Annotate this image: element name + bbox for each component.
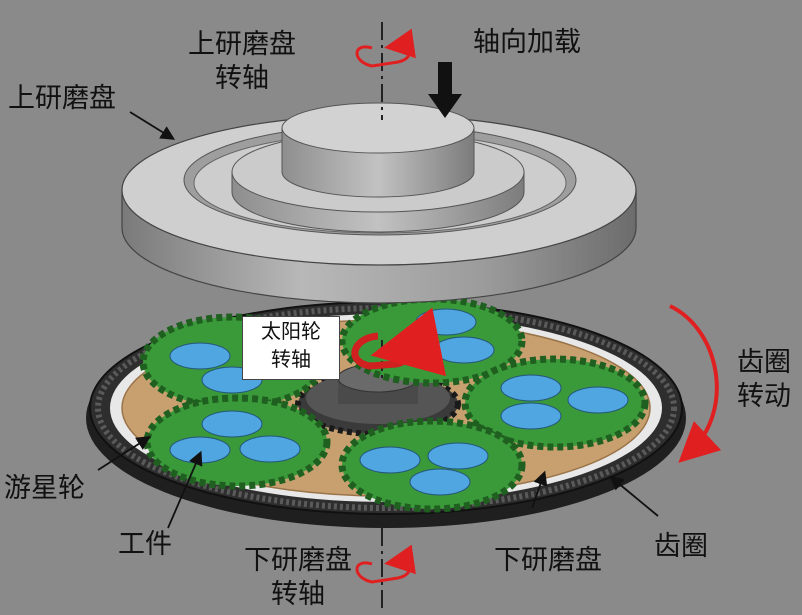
planet-gear-right	[461, 355, 649, 451]
label-ring-rotation-line1: 齿圈	[737, 347, 791, 378]
workpiece	[427, 442, 489, 470]
leader-workpiece	[167, 450, 203, 529]
planet-gear-bottom-left	[143, 394, 331, 490]
label-lower-shaft: 下研磨盘 转轴	[228, 544, 368, 612]
label-planet-gear: 游星轮	[4, 473, 85, 504]
leader-upper-disc	[129, 111, 176, 140]
label-sun-gear-line2: 转轴	[271, 347, 311, 371]
label-lower-disc: 下研磨盘	[494, 545, 602, 576]
ring-rotation-arrow	[669, 304, 722, 463]
leader-ring-gear	[609, 475, 659, 517]
label-ring-rotation: 齿圈 转动	[732, 346, 796, 414]
workpiece	[239, 435, 301, 463]
workpiece	[500, 374, 562, 402]
label-workpiece: 工件	[118, 529, 172, 560]
workpiece	[500, 402, 562, 430]
leader-planet-gear	[97, 436, 152, 471]
label-upper-shaft-line1: 上研磨盘	[188, 29, 296, 60]
sun-shaft-rotation-arrow	[351, 307, 447, 377]
label-ring-gear: 齿圈	[654, 531, 708, 562]
workpiece	[415, 308, 477, 336]
axial-load-arrow	[428, 62, 462, 118]
label-sun-gear-line1: 太阳轮	[261, 319, 321, 343]
label-upper-shaft: 上研磨盘 转轴	[172, 28, 312, 96]
workpiece	[409, 468, 471, 496]
label-sun-gear-shaft: 太阳轮 转轴	[242, 316, 340, 380]
planet-gear-bottom-center	[338, 417, 526, 513]
lower-assembly	[86, 295, 686, 528]
label-lower-shaft-line2: 转轴	[271, 579, 325, 610]
workpiece	[433, 336, 495, 364]
lower-shaft-rotation-arrow	[355, 544, 416, 584]
workpiece	[359, 446, 421, 474]
label-axial-load: 轴向加载	[473, 27, 581, 58]
workpiece	[201, 410, 263, 438]
label-upper-shaft-line2: 转轴	[215, 63, 269, 94]
upper-assembly	[121, 102, 637, 304]
label-ring-rotation-line2: 转动	[737, 381, 791, 412]
label-upper-disc: 上研磨盘	[8, 83, 116, 114]
label-lower-shaft-line1: 下研磨盘	[244, 545, 352, 576]
workpiece	[169, 436, 231, 464]
upper-shaft-rotation-arrow	[355, 28, 416, 68]
workpiece	[567, 386, 629, 414]
workpiece	[169, 342, 231, 370]
leader-lower-disc	[531, 470, 548, 509]
